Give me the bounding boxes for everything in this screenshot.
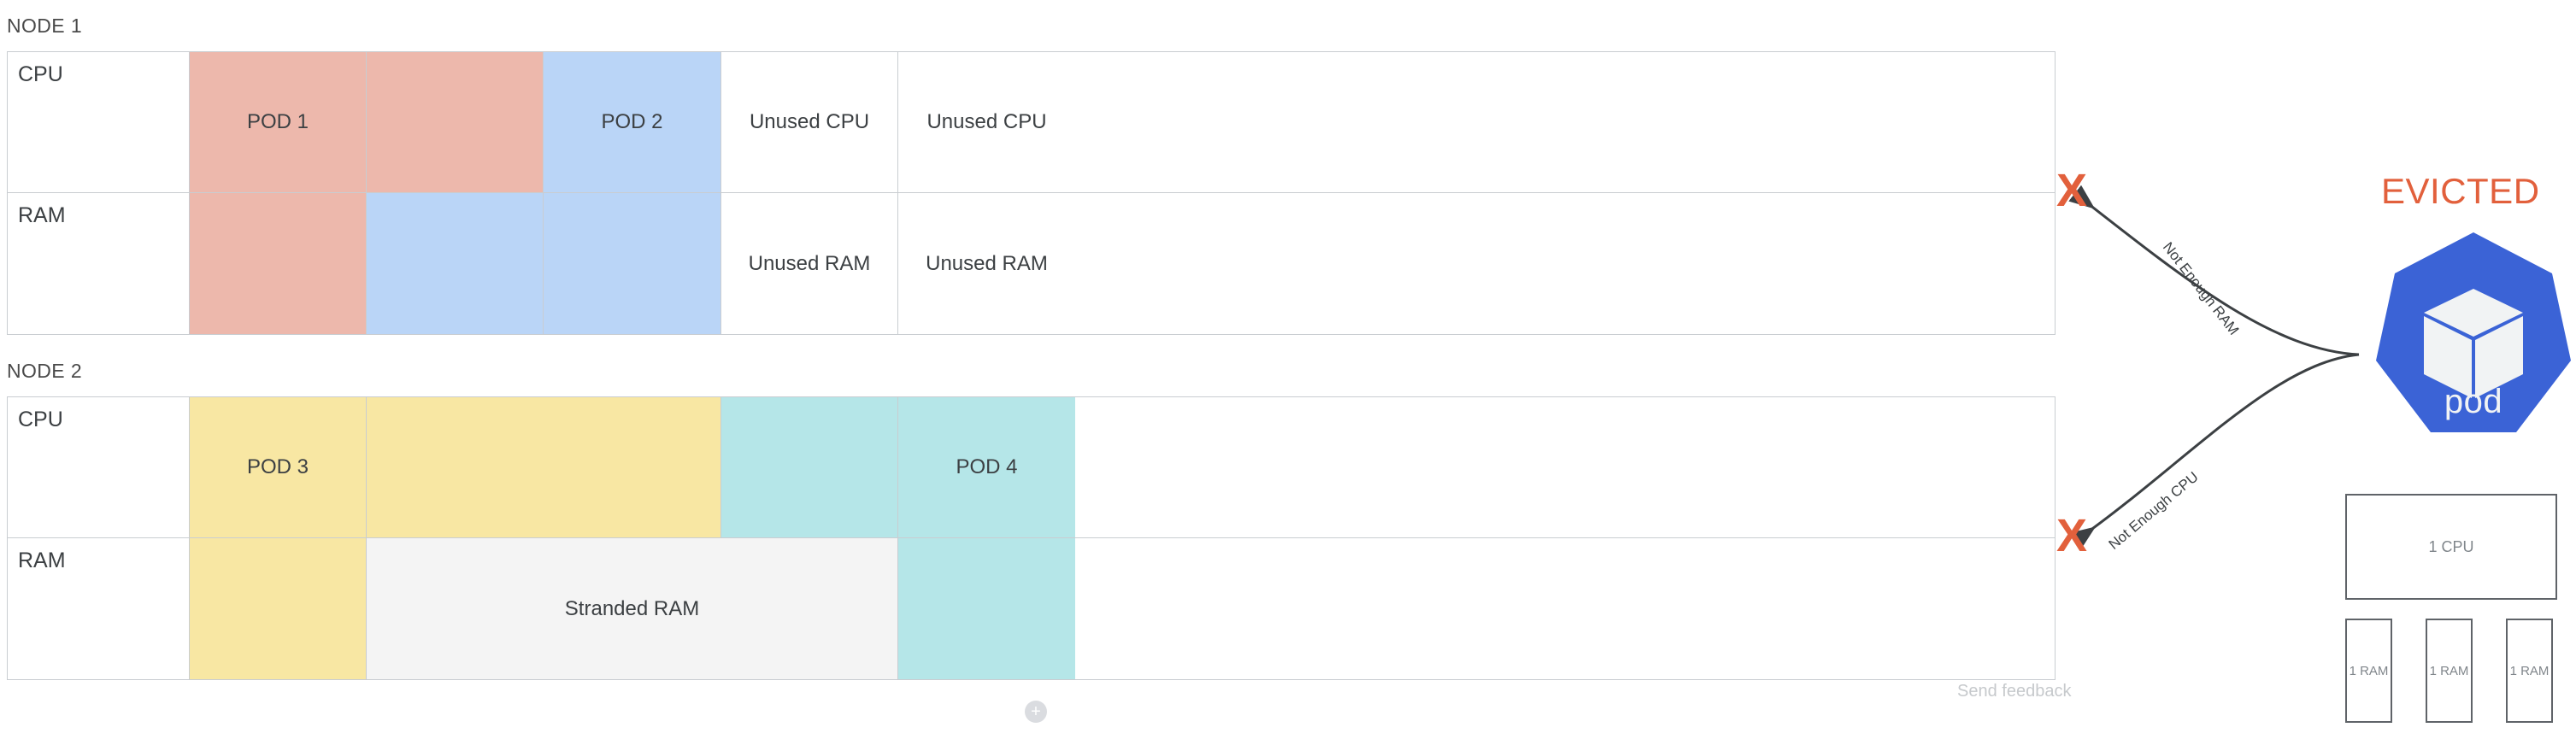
node-2-label: NODE 2 [7, 360, 83, 382]
node-2-ram-cell-pod3[interactable] [190, 538, 367, 679]
edge-label-not-enough-cpu: Not Enough CPU [2105, 468, 2202, 553]
request-box-ram-1: 1 RAM [2345, 619, 2392, 723]
node-2-ram-row: RAM Stranded RAM [8, 538, 2055, 679]
node-2-ram-cell-pod4[interactable] [898, 538, 1075, 679]
node-2-cpu-row: CPU POD 3 POD 4 [8, 397, 2055, 538]
x-mark-not-enough-cpu-icon: X [2056, 510, 2088, 561]
node-2-ram-row-label: RAM [8, 538, 190, 679]
node-2-cpu-cell-pod4-a[interactable] [721, 397, 898, 537]
node-1-ram-cell-pod2-a[interactable] [367, 193, 544, 334]
node-1-ram-cell-pod2-b[interactable] [544, 193, 721, 334]
node-1-ram-cell-unused-a[interactable]: Unused RAM [721, 193, 898, 334]
node-2-cpu-cell-pod3-b[interactable] [367, 397, 721, 537]
node-1-cpu-cell-pod1-b[interactable] [367, 52, 544, 192]
evicted-status-label: EVICTED [2381, 171, 2540, 211]
edge-label-not-enough-ram: Not Enough RAM [2159, 238, 2243, 338]
node-1-ram-row-label: RAM [8, 193, 190, 334]
node-1-ram-row: RAM Unused RAM Unused RAM [8, 193, 2055, 334]
request-box-ram-3: 1 RAM [2506, 619, 2553, 723]
node-1-cpu-cell-unused-a[interactable]: Unused CPU [721, 52, 898, 192]
node-1-cpu-row: CPU POD 1 POD 2 Unused CPU Unused CPU [8, 52, 2055, 193]
send-feedback-link[interactable]: Send feedback [1957, 682, 2072, 701]
node-2-table: CPU POD 3 POD 4 RAM Stranded RAM [7, 396, 2056, 680]
node-2-ram-cell-stranded[interactable]: Stranded RAM [367, 538, 898, 679]
node-1-cpu-cell-pod2[interactable]: POD 2 [544, 52, 721, 192]
node-2-cpu-row-label: CPU [8, 397, 190, 537]
node-2-cpu-cell-pod4-b[interactable]: POD 4 [898, 397, 1075, 537]
request-box-cpu: 1 CPU [2345, 494, 2557, 600]
node-1-label: NODE 1 [7, 15, 83, 37]
edge-not-enough-cpu-path [2068, 353, 2360, 550]
node-1-cpu-cell-unused-b[interactable]: Unused CPU [898, 52, 1075, 192]
node-1-ram-cell-pod1[interactable] [190, 193, 367, 334]
node-1-cpu-cell-pod1-a[interactable]: POD 1 [190, 52, 367, 192]
x-mark-not-enough-ram-icon: X [2056, 165, 2088, 216]
node-1-cpu-row-label: CPU [8, 52, 190, 192]
node-1-ram-cell-unused-b[interactable]: Unused RAM [898, 193, 1075, 334]
node-2-cpu-cell-pod3-a[interactable]: POD 3 [190, 397, 367, 537]
add-button[interactable]: + [1025, 701, 1047, 723]
node-1-table: CPU POD 1 POD 2 Unused CPU Unused CPU RA… [7, 51, 2056, 335]
pod-logo-label: pod [2444, 383, 2503, 420]
kubernetes-pod-icon: pod [2374, 231, 2573, 457]
edge-not-enough-ram-path [2068, 185, 2360, 356]
request-box-ram-2: 1 RAM [2426, 619, 2473, 723]
